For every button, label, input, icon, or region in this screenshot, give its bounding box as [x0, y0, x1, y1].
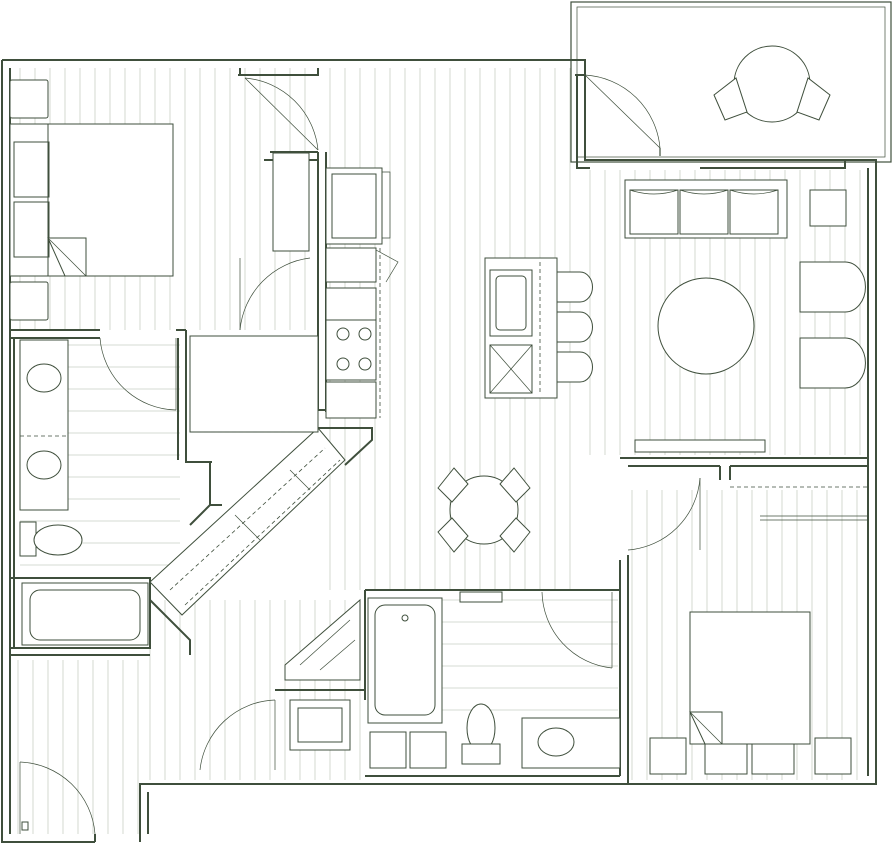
nightstand-icon — [9, 79, 49, 119]
chair-icon — [799, 261, 866, 389]
dining-table-icon — [449, 475, 519, 545]
chair-icon — [713, 77, 831, 121]
bed-icon — [689, 611, 811, 775]
sink-icon — [489, 269, 533, 337]
walk-in-closet — [149, 427, 373, 655]
floor-texture — [17, 68, 861, 834]
living-room — [624, 179, 866, 453]
primary-bath — [10, 338, 151, 649]
kitchen — [325, 167, 399, 419]
media-console-icon — [634, 439, 766, 453]
stove-icon — [325, 319, 377, 381]
nightstand-icon — [9, 281, 49, 321]
toilet-icon — [19, 521, 83, 557]
coffee-table-icon — [657, 277, 755, 375]
balcony — [570, 1, 892, 163]
toilet-icon — [461, 703, 501, 765]
dining-area — [437, 467, 531, 553]
bedroom-2 — [620, 457, 868, 775]
door-swing-icon — [584, 74, 661, 156]
bathtub-icon — [21, 582, 149, 646]
bathtub-icon — [367, 597, 443, 724]
nightstand-icon — [649, 737, 687, 775]
end-table-icon — [809, 189, 847, 227]
chair-icon — [556, 271, 593, 383]
refrigerator-icon — [325, 167, 383, 245]
kitchen-island — [484, 257, 593, 399]
nightstand-icon — [814, 737, 852, 775]
bathroom-2 — [364, 589, 621, 777]
bedroom-1 — [9, 79, 186, 339]
entry-foyer — [10, 654, 150, 831]
sink-icon — [26, 363, 62, 480]
entry-closet — [189, 335, 319, 433]
sofa-icon — [624, 179, 788, 239]
door-swing-icon — [19, 77, 701, 835]
chair-icon — [437, 467, 531, 553]
laundry — [275, 598, 365, 751]
dishwasher-icon — [489, 344, 533, 394]
sink-icon — [521, 717, 621, 769]
bed-icon — [9, 123, 174, 277]
